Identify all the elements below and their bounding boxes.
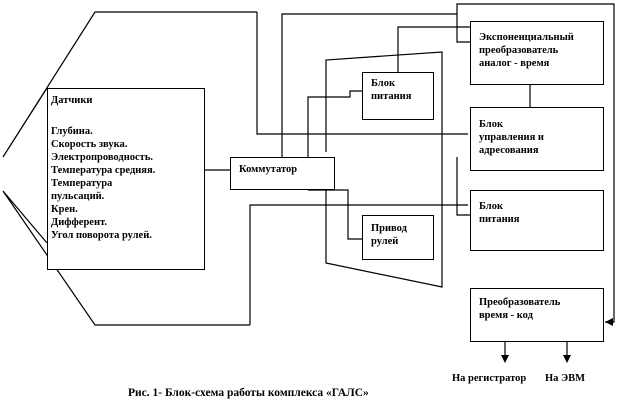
hull-right-edge [256, 12, 468, 135]
sensor-item-rudder-angle: Угол поворота рулей. [51, 230, 152, 241]
power-left-box: Блок питания [362, 72, 434, 120]
time-code-label: Преобразователь время - код [479, 297, 561, 321]
power-right-box: Блок питания [470, 190, 604, 251]
sensor-item-depth: Глубина. [51, 126, 93, 137]
commutator-label: Коммутатор [239, 164, 298, 175]
exp-converter-box: Экспоненциальный преобразователь аналог … [470, 21, 604, 85]
control-to-power-line [456, 157, 470, 216]
exp-converter-label: Экспоненциальный преобразователь аналог … [479, 32, 574, 69]
control-box: Блок управления и адресования [470, 107, 604, 171]
comm-to-power-line [307, 90, 362, 157]
connection-lines [205, 3, 615, 325]
power-right-label: Блок питания [479, 201, 520, 225]
sensors-list: Глубина. Скорость звука. Электропроводно… [51, 125, 155, 242]
sensor-item-trim: Дифферент. [51, 217, 108, 228]
sensor-item-roll: Крен. [51, 204, 78, 215]
time-code-box: Преобразователь время - код [470, 288, 604, 342]
sensor-item-mean-temperature: Температура средняя. [51, 165, 156, 176]
sensors-title: Датчики [51, 95, 93, 106]
comm-to-drive-line [308, 189, 362, 240]
sensor-item-pulsation-temperature: Температура пульсаций. [51, 178, 113, 202]
output-arrows [501, 318, 614, 363]
power-top-loop [397, 26, 470, 72]
hull-upper-line [2, 11, 257, 158]
power-frame [325, 51, 443, 288]
sensors-box: Датчики Глубина. Скорость звука. Электро… [47, 88, 205, 270]
computer-output-label: На ЭВМ [545, 373, 586, 384]
drive-box: Привод рулей [362, 215, 434, 260]
drive-label: Привод рулей [371, 223, 407, 247]
hull-right-edge-lower [249, 204, 468, 325]
sensor-item-conductivity: Электропроводность. [51, 152, 153, 163]
control-label: Блок управления и адресования [479, 119, 544, 156]
power-left-label: Блок питания [371, 78, 412, 102]
figure-caption: Рис. 1- Блок-схема работы комплекса «ГАЛ… [128, 387, 369, 399]
recorder-output-label: На регистратор [452, 373, 527, 384]
commutator-box: Коммутатор [230, 157, 335, 190]
sensor-item-sound-speed: Скорость звука. [51, 139, 128, 150]
